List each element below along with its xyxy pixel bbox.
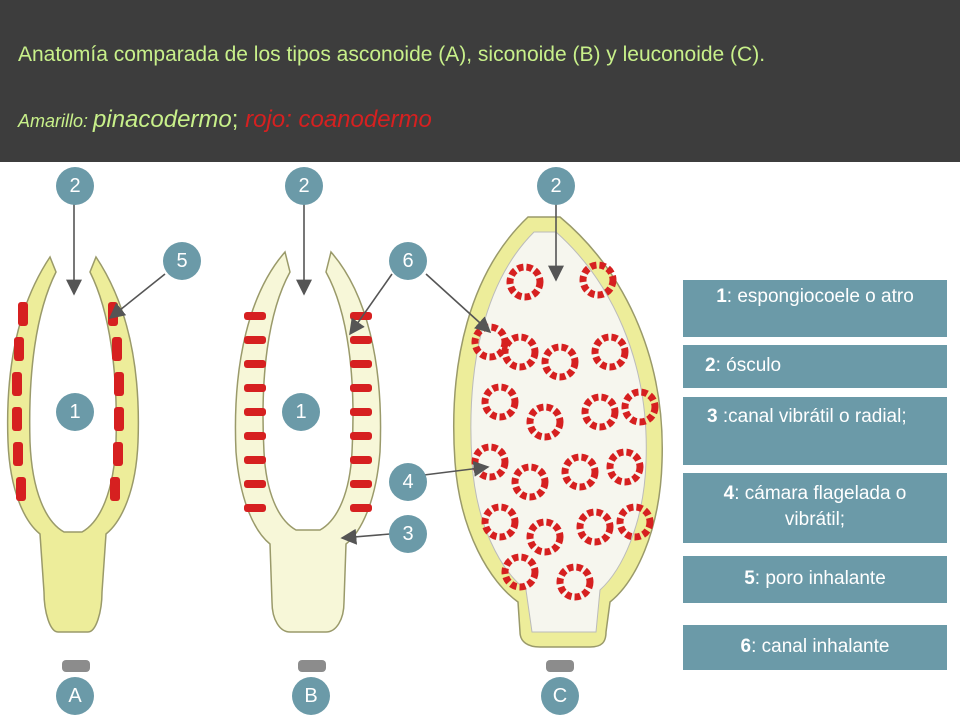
choanocyte-band xyxy=(114,372,124,396)
flagellated-chamber xyxy=(556,563,594,601)
flagellated-chamber xyxy=(616,503,654,541)
subtitle-amarillo: Amarillo: xyxy=(18,111,94,131)
flagellated-chamber xyxy=(506,263,544,301)
marker-pore: 5 xyxy=(163,242,201,280)
radial-canal-stripe xyxy=(244,408,266,416)
choanocyte-band xyxy=(16,477,26,501)
legend-text: : canal inhalante xyxy=(751,636,890,657)
label-b: B xyxy=(292,677,330,715)
legend-item-1: 1: espongiocoele o atro xyxy=(683,280,947,337)
marker-inhalant-canal: 6 xyxy=(389,242,427,280)
radial-canal-stripe xyxy=(350,480,372,488)
flagellated-chamber xyxy=(561,453,599,491)
radial-canal-stripe xyxy=(244,480,266,488)
legend-num: 3 xyxy=(707,406,718,427)
color-key-subtitle: Amarillo: pinacodermo; rojo: coanodermo xyxy=(18,106,432,134)
radial-canal-stripe xyxy=(350,360,372,368)
legend-item-2: 2: ósculo xyxy=(683,345,947,388)
arrow-radial-canal xyxy=(340,528,391,545)
radial-canal-stripe xyxy=(350,456,372,464)
arrow-pore xyxy=(108,273,166,319)
marker-b-osculum: 2 xyxy=(285,167,323,205)
flagellated-chamber xyxy=(481,383,519,421)
radial-canal-stripe xyxy=(244,456,266,464)
stub-b xyxy=(298,660,326,672)
radial-canal-stripe xyxy=(350,432,372,440)
sponge-anatomy-diagram xyxy=(6,202,663,672)
marker-c-osculum: 2 xyxy=(537,167,575,205)
marker-radial-canal: 3 xyxy=(389,515,427,553)
radial-canal-stripe xyxy=(350,336,372,344)
flagellated-chamber xyxy=(501,553,539,591)
radial-canal-stripe xyxy=(244,360,266,368)
legend-num: 4 xyxy=(723,483,735,504)
legend-num: 1 xyxy=(716,286,727,307)
choanocyte-band xyxy=(13,442,23,466)
flagellated-chamber xyxy=(481,503,519,541)
legend-text: : cámara flagelada o vibrátil; xyxy=(734,483,907,530)
legend-item-4: 4: cámara flagelada o vibrátil; xyxy=(683,473,947,543)
legend-item-3: 3 :canal vibrátil o radial; xyxy=(683,397,947,465)
flagellated-chamber xyxy=(581,393,619,431)
choanocyte-band xyxy=(108,302,118,326)
annotation-arrows xyxy=(66,202,564,545)
radial-canal-stripe xyxy=(244,432,266,440)
choanocyte-band xyxy=(18,302,28,326)
marker-a-spongocoel: 1 xyxy=(56,393,94,431)
radial-canal-stripe xyxy=(244,504,266,512)
choanocyte-band xyxy=(12,372,22,396)
slide-title: Anatomía comparada de los tipos asconoid… xyxy=(18,43,766,66)
sponge-b-syconoid xyxy=(234,250,382,633)
arrow-chamber xyxy=(423,460,490,477)
flagellated-chamber xyxy=(576,508,614,546)
choanocyte-band xyxy=(113,442,123,466)
subtitle-separator: ; xyxy=(231,106,246,133)
radial-canal-stripe xyxy=(244,312,266,320)
flagellated-chamber xyxy=(591,333,629,371)
choanocyte-band xyxy=(112,337,122,361)
flagellated-chamber xyxy=(511,463,549,501)
flagellated-chamber xyxy=(526,518,564,556)
subtitle-pinacodermo: pinacodermo xyxy=(93,106,232,133)
radial-canal-stripe xyxy=(244,336,266,344)
choanocyte-band xyxy=(110,477,120,501)
legend-num: 5 xyxy=(744,568,755,589)
radial-canal-stripe xyxy=(350,504,372,512)
flagellated-chamber xyxy=(541,343,579,381)
legend-text: : poro inhalante xyxy=(754,568,886,589)
header-bar: Anatomía comparada de los tipos asconoid… xyxy=(0,0,960,162)
legend-text: :canal vibrátil o radial; xyxy=(717,406,907,427)
radial-canal-stripe xyxy=(350,384,372,392)
flagellated-chamber xyxy=(621,388,659,426)
choanocyte-band xyxy=(114,407,124,431)
legend-text: : ósculo xyxy=(715,355,782,376)
choanocyte-band xyxy=(14,337,24,361)
sponge-c-leuconoid xyxy=(452,216,663,648)
legend-num: 2 xyxy=(705,355,716,376)
sponge-a-asconoid xyxy=(6,255,140,633)
flagellated-chamber xyxy=(606,448,644,486)
flagellated-chamber xyxy=(501,333,539,371)
radial-canal-stripe xyxy=(244,384,266,392)
legend-item-5: 5: poro inhalante xyxy=(683,556,947,603)
marker-chamber: 4 xyxy=(389,463,427,501)
arrow-canal-b xyxy=(349,273,393,336)
stub-a xyxy=(62,660,90,672)
label-a: A xyxy=(56,677,94,715)
radial-canal-stripe xyxy=(350,408,372,416)
legend-num: 6 xyxy=(740,636,752,657)
arrow-canal-c xyxy=(425,273,492,334)
choanocyte-band xyxy=(12,407,22,431)
flagellated-chamber xyxy=(579,261,617,299)
label-c: C xyxy=(541,677,579,715)
subtitle-rojo: rojo: coanodermo xyxy=(245,106,432,133)
legend-text: : espongiocoele o atro xyxy=(726,286,914,307)
marker-a-osculum: 2 xyxy=(56,167,94,205)
stub-c xyxy=(546,660,574,672)
marker-b-spongocoel: 1 xyxy=(282,393,320,431)
flagellated-chamber xyxy=(526,403,564,441)
legend-item-6: 6: canal inhalante xyxy=(683,625,947,670)
